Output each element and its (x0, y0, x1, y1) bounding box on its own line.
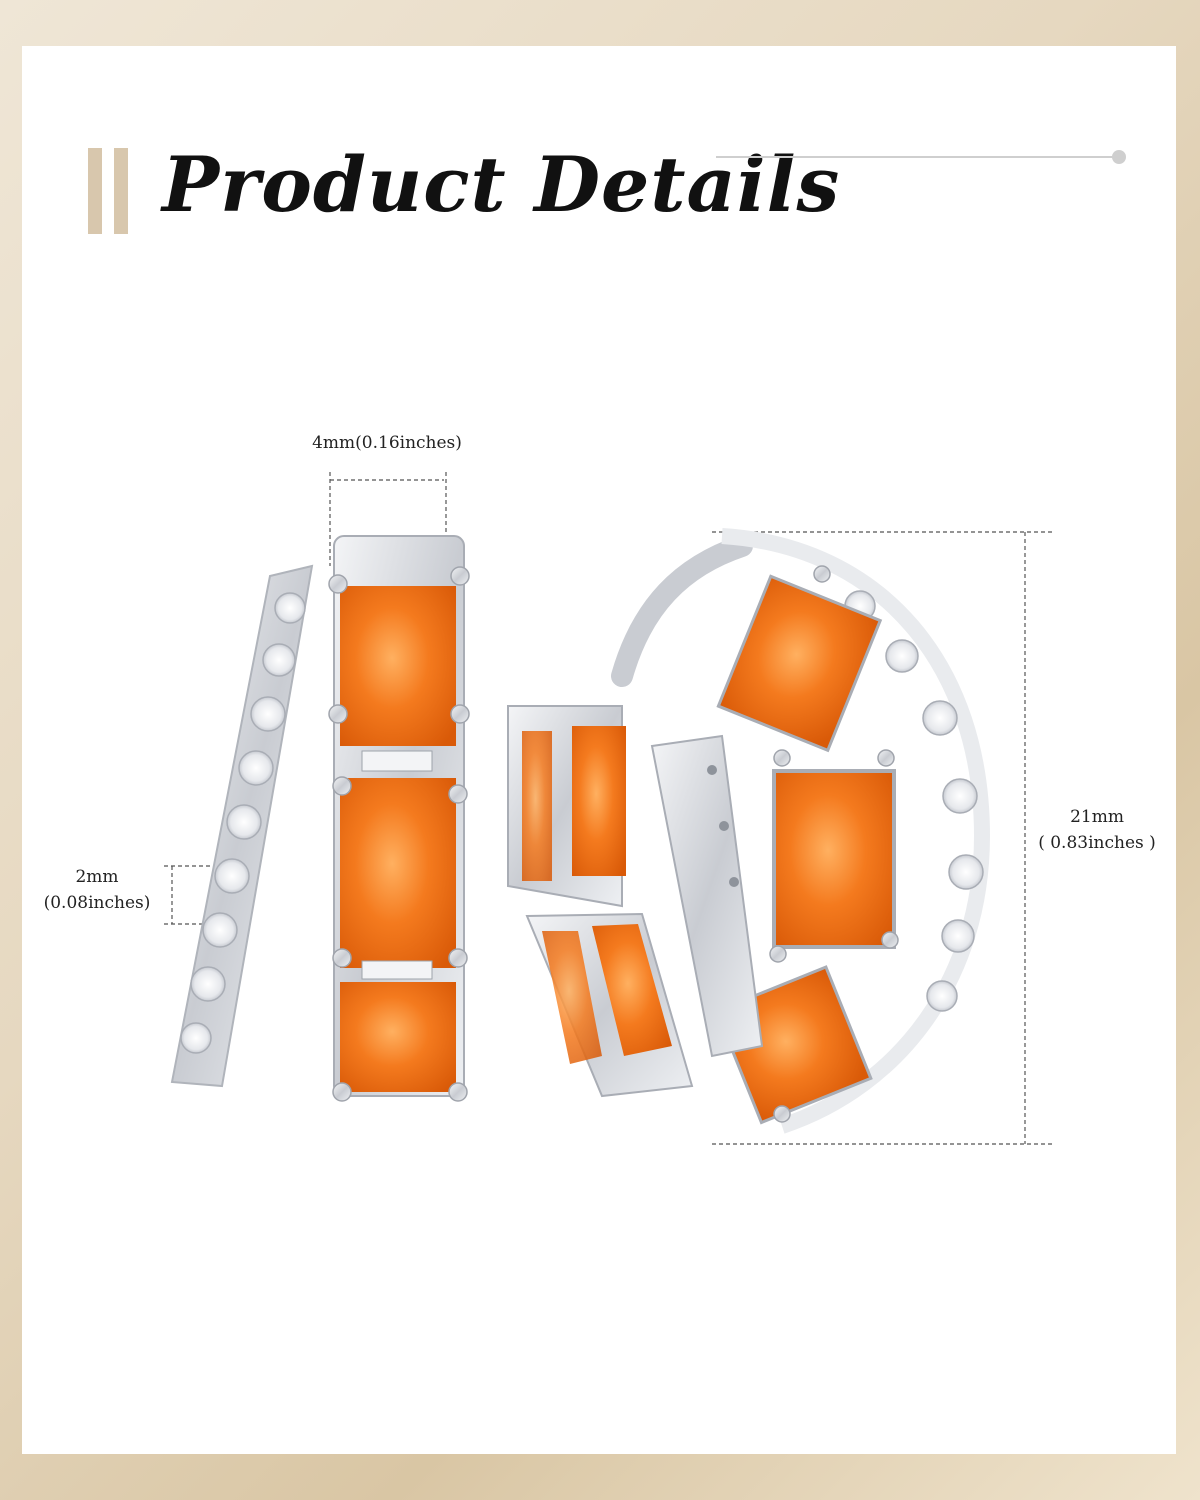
title-rule (716, 156, 1116, 158)
hoop-height-label: 21mm ( 0.83inches ) (1022, 804, 1172, 856)
page-title: Product Details (162, 140, 841, 229)
earring-illustration (170, 528, 991, 1134)
pave-band (170, 564, 314, 1088)
band-width-mm: 2mm (75, 867, 119, 887)
stone-bar-front (328, 535, 470, 1102)
details-card: Product Details (22, 46, 1176, 1454)
band-width-inches: (0.08inches) (43, 893, 151, 913)
stone-width-label: 4mm(0.16inches) (312, 433, 462, 453)
hoop-earring (507, 528, 991, 1134)
title-rule-dot (1112, 150, 1126, 164)
hoop-height-inches: ( 0.83inches ) (1038, 833, 1156, 853)
hoop-height-mm: 21mm (1070, 807, 1124, 827)
title-accent-bars (88, 148, 132, 234)
band-width-label: 2mm (0.08inches) (32, 864, 162, 916)
